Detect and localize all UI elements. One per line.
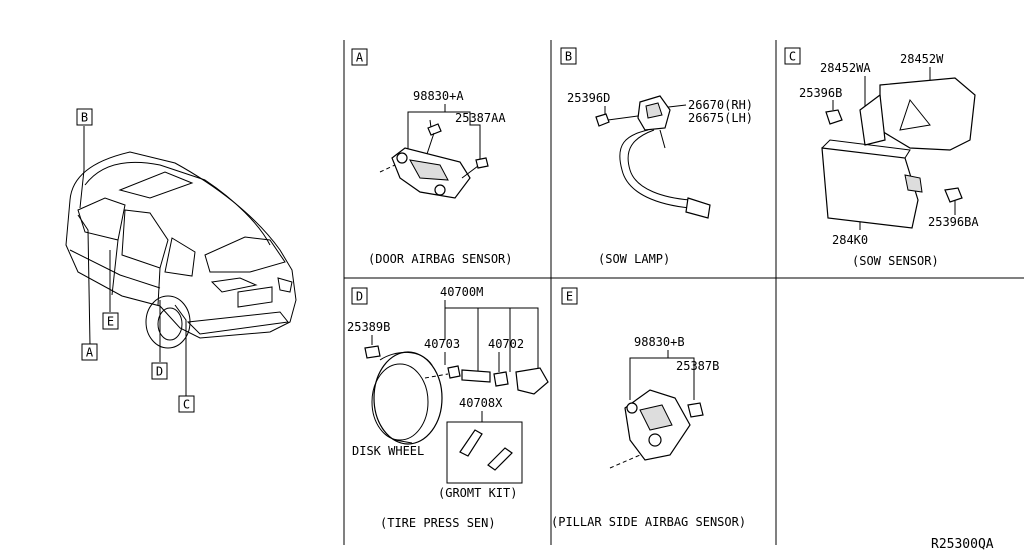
callout-box-b xyxy=(76,108,93,126)
part-40708x: 40708X xyxy=(459,396,503,410)
panel-a: A 98830+A 25387AA (DOOR AIRBAG SENSOR) xyxy=(351,48,513,266)
panel-grid xyxy=(343,40,1024,545)
panel-c: C 28452WA 28452W 25396B 284K0 25396BA (S… xyxy=(784,47,979,268)
part-25387aa: 25387AA xyxy=(455,111,506,125)
part-28452wa: 28452WA xyxy=(820,61,871,75)
part-25396ba: 25396BA xyxy=(928,215,979,229)
tire-pressure-sensor-part xyxy=(515,367,549,395)
sow-sensor-module-part xyxy=(821,147,919,229)
panel-d-letter: D xyxy=(356,290,363,304)
part-284k0: 284K0 xyxy=(832,233,868,247)
callout-box-a xyxy=(81,343,98,361)
part-40700m: 40700M xyxy=(440,285,483,299)
callout-label-d: D xyxy=(156,365,163,379)
panel-a-letter: A xyxy=(356,51,364,65)
caption-sow-lamp: (SOW LAMP) xyxy=(598,252,670,266)
callout-label-c: C xyxy=(183,398,190,412)
part-26675-lh: 26675(LH) xyxy=(688,111,753,125)
panel-c-letter: C xyxy=(789,50,796,64)
callout-box-e xyxy=(102,312,119,330)
callout-box-d xyxy=(151,362,168,380)
panel-b: B 25396D 26670(RH) 26675(LH) (SOW LAMP) xyxy=(560,47,753,266)
panel-e: E 98830+B 25387B (PILLAR SIDE AIRBAG SEN… xyxy=(551,287,746,529)
diagram-code: R25300QA xyxy=(931,537,994,552)
part-40703: 40703 xyxy=(424,337,460,351)
caption-sow-sensor: (SOW SENSOR) xyxy=(852,254,939,268)
part-25396d: 25396D xyxy=(567,91,610,105)
part-26670-rh: 26670(RH) xyxy=(688,98,753,112)
callout-label-a: A xyxy=(86,346,94,360)
caption-door-airbag-sensor: (DOOR AIRBAG SENSOR) xyxy=(368,252,513,266)
caption-tire-press-sen: (TIRE PRESS SEN) xyxy=(380,516,496,530)
part-40702: 40702 xyxy=(488,337,524,351)
vehicle-overview: B E A D C xyxy=(65,108,297,413)
label-gromt-kit: (GROMT KIT) xyxy=(438,486,517,500)
callout-label-e: E xyxy=(107,315,114,329)
part-25389b: 25389B xyxy=(347,320,390,334)
callout-box-c xyxy=(178,395,195,413)
callout-label-b: B xyxy=(81,111,88,125)
part-25387b: 25387B xyxy=(676,359,719,373)
part-28452w: 28452W xyxy=(900,52,944,66)
sow-sensor-bracket-part xyxy=(879,77,976,151)
panel-b-letter: B xyxy=(565,50,572,64)
caption-pillar-side-airbag-sensor: (PILLAR SIDE AIRBAG SENSOR) xyxy=(551,515,746,529)
panel-d: D 40700M 25389B 40703 40702 40708X DISK … xyxy=(347,285,549,530)
part-25396b: 25396B xyxy=(799,86,842,100)
part-98830-a: 98830+A xyxy=(413,89,464,103)
panel-e-letter: E xyxy=(566,290,573,304)
part-98830-b: 98830+B xyxy=(634,335,685,349)
label-disk-wheel: DISK WHEEL xyxy=(352,444,424,458)
